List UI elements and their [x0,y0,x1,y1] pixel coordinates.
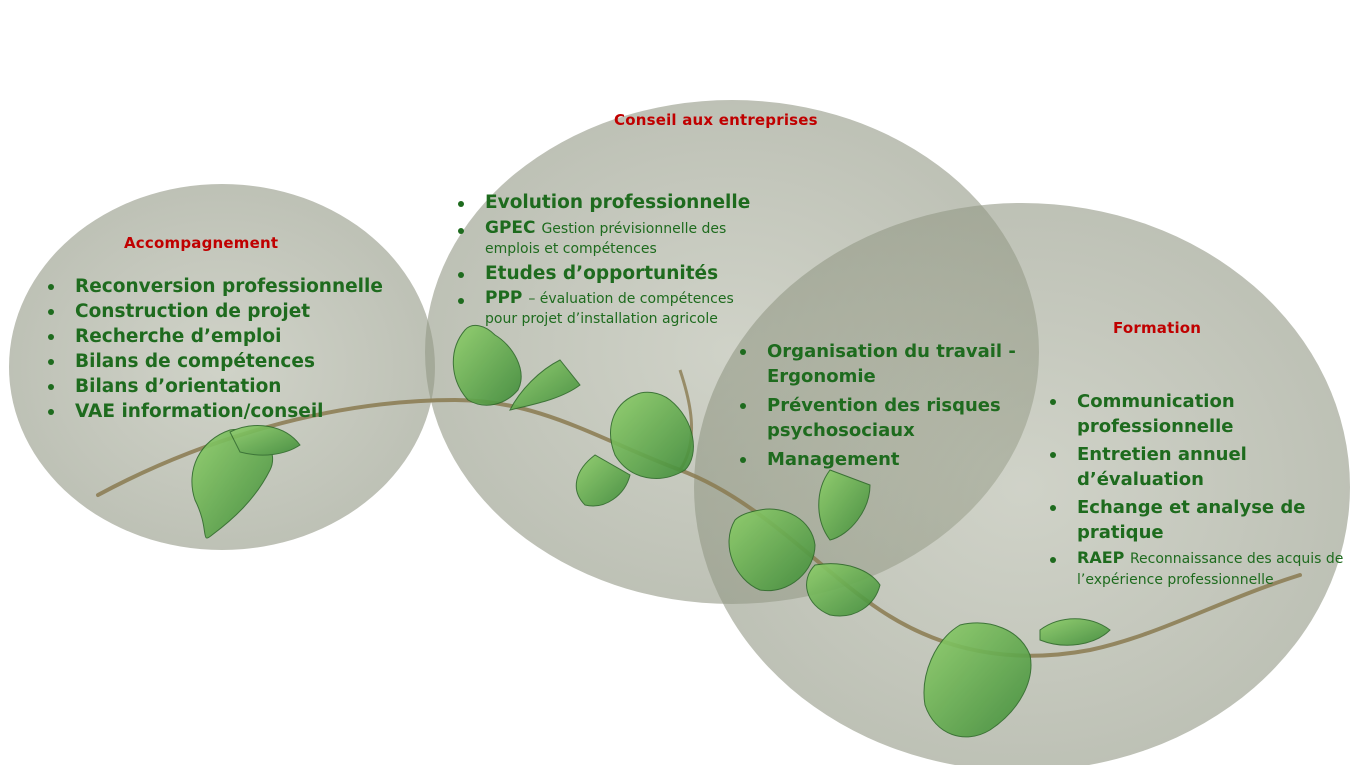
list-item: RAEP Reconnaissance des acquis de l’expé… [1047,548,1347,590]
item-detail: Reconnaissance des acquis de l’expérienc… [1077,551,1344,588]
circle-title-conseil: Conseil aux entreprises [614,111,818,129]
item-label: RAEP [1077,548,1125,567]
leaf-icon [818,469,871,541]
list-item: GPEC Gestion prévisionnelle des emplois … [455,219,775,259]
leaf-icon [452,324,522,406]
list-accompagnement: Reconversion professionnelle Constructio… [45,274,383,424]
leaf-icon [1039,618,1111,646]
circle-formation [694,203,1350,765]
leaf-icon [728,508,816,592]
list-item: Recherche d’emploi [45,324,383,349]
item-label: Evolution professionnelle [485,192,751,213]
list-item: Entretien annuel d’évaluation [1047,442,1347,492]
leaf-icon [575,454,631,507]
item-label: Entretien annuel d’évaluation [1077,444,1247,490]
leaf-icon [923,622,1032,738]
list-item: Evolution professionnelle [455,191,775,215]
list-conseil: Evolution professionnelle GPEC Gestion p… [455,191,775,329]
list-item: Etudes d’opportunités [455,262,775,286]
circle-title-accompagnement: Accompagnement [124,234,279,252]
list-item: Bilans de compétences [45,349,383,374]
circle-accompagnement [9,184,435,550]
list-item: Management [737,447,1037,472]
list-item: Construction de projet [45,299,383,324]
item-detail: – évaluation de compétences pour projet … [485,291,734,327]
list-item: Organisation du travail - Ergonomie [737,339,1037,389]
vine-leaves [191,324,1111,738]
circle-title-formation: Formation [1113,319,1202,337]
item-label: Communication professionnelle [1077,391,1235,437]
item-detail: Gestion prévisionnelle des emplois et co… [485,221,727,257]
list-item: Communication professionnelle [1047,389,1347,439]
item-label: PPP [485,288,523,308]
leaf-icon [229,425,301,456]
list-formation: Communication professionnelle Entretien … [1047,389,1347,590]
leaf-icon [509,359,581,411]
item-label: GPEC [485,218,536,238]
list-item: Reconversion professionnelle [45,274,383,299]
item-label: Echange et analyse de pratique [1077,497,1306,543]
leaf-icon [806,563,881,617]
list-item: PPP – évaluation de compétences pour pro… [455,289,745,329]
list-item: Bilans d’orientation [45,374,383,399]
list-item: VAE information/conseil [45,399,383,424]
list-item: Prévention des risques psychosociaux [737,393,1037,443]
list-item: Echange et analyse de pratique [1047,495,1347,545]
list-overlap: Organisation du travail - Ergonomie Prév… [737,339,1037,472]
item-label: Etudes d’opportunités [485,263,719,284]
leaf-icon [610,391,694,479]
